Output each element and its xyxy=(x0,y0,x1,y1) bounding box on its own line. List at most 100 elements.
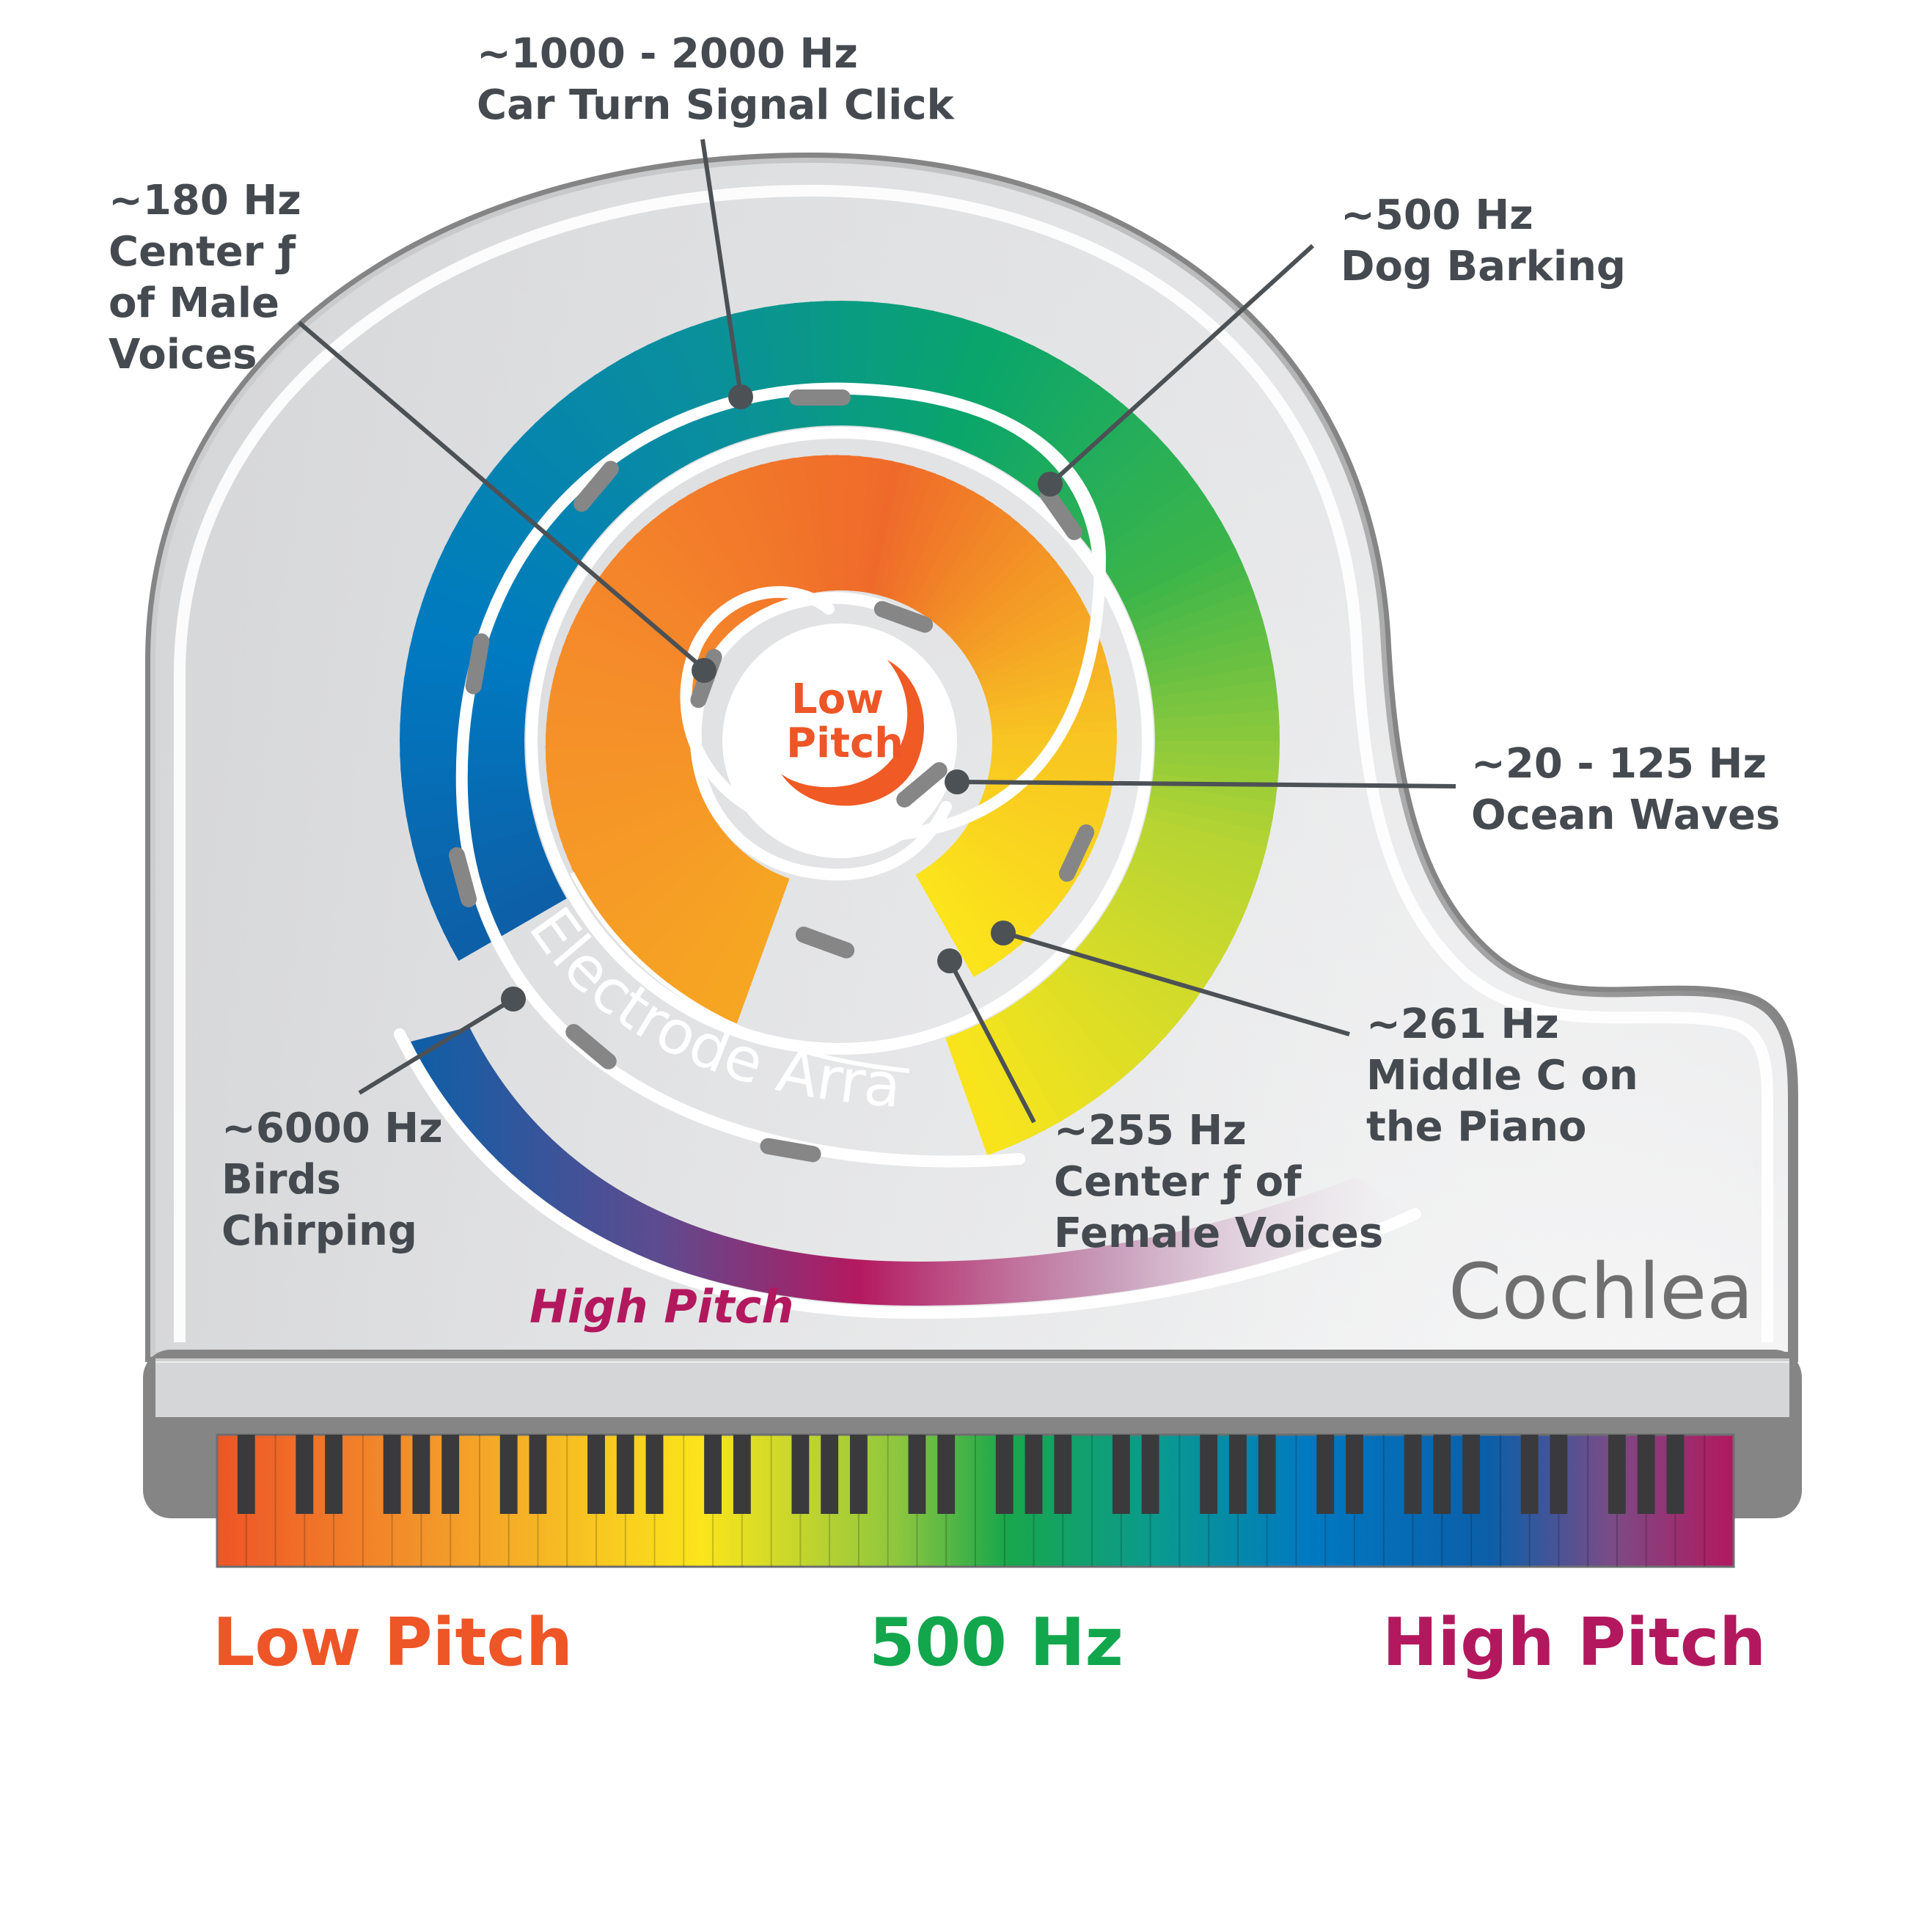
outer-ring-segment xyxy=(1126,859,1248,923)
outer-ring-segment xyxy=(1151,679,1278,710)
outer-ring-segment xyxy=(1145,806,1270,851)
annotation-birds-line: Birds xyxy=(221,1156,341,1204)
outer-ring-segment xyxy=(956,1028,1019,1150)
black-key xyxy=(616,1435,634,1514)
outer-ring-segment xyxy=(1127,562,1249,625)
outer-ring-segment xyxy=(1016,376,1102,487)
inner-ring-segment xyxy=(545,743,692,759)
inner-ring-segment xyxy=(975,616,1096,680)
outer-ring-segment xyxy=(426,573,549,633)
inner-ring-segment xyxy=(587,819,719,910)
inner-ring-segment xyxy=(978,626,1100,686)
center-pitch-label: Pitch xyxy=(786,720,903,767)
inner-ring-segment xyxy=(970,597,1087,670)
fallboard xyxy=(155,1361,1789,1417)
inner-ring-segment xyxy=(990,699,1116,725)
black-key xyxy=(1258,1435,1276,1514)
electrode-array-track xyxy=(455,382,1107,1168)
inner-ring-segment xyxy=(952,839,1049,926)
keyboard-body xyxy=(216,1433,1735,1568)
inner-ring-segment xyxy=(637,849,746,970)
annotation-male-voices-line: Voices xyxy=(109,331,257,378)
outer-ring-segment xyxy=(1057,959,1157,1060)
inner-ring-segment xyxy=(921,502,1003,618)
outer-ring-segment xyxy=(1139,827,1263,880)
outer-ring-segment xyxy=(421,587,544,644)
inner-ring-segment xyxy=(793,456,822,593)
annotation-middle-c-line: Middle C on xyxy=(1366,1052,1638,1099)
black-key xyxy=(1637,1435,1655,1514)
outer-ring-segment xyxy=(1117,879,1236,951)
piano-keyboard xyxy=(216,1433,1735,1568)
black-key xyxy=(1025,1435,1043,1514)
scale-high-label: High Pitch xyxy=(1382,1604,1766,1681)
outer-ring-segment xyxy=(1032,982,1123,1090)
black-key xyxy=(1404,1435,1422,1514)
outer-ring-segment xyxy=(1154,752,1280,775)
annotation-turn-signal-line: ~1000 - 2000 Hz xyxy=(477,30,858,78)
outer-ring-segment xyxy=(1136,590,1259,645)
annotation-middle-c-line: the Piano xyxy=(1366,1103,1586,1151)
outer-ring-segment xyxy=(1143,619,1268,667)
outer-ring-segment xyxy=(862,301,889,428)
inner-ring-segment xyxy=(920,868,994,972)
annotation-male-voices-line: of Male xyxy=(109,279,279,327)
black-key xyxy=(1141,1435,1159,1514)
outer-ring-segment xyxy=(926,318,979,442)
inner-ring-segment xyxy=(571,614,705,683)
outer-ring-segment xyxy=(936,322,994,445)
inner-ring-segment xyxy=(939,530,1036,632)
outer-ring-segment xyxy=(1087,926,1196,1014)
outer-ring-segment xyxy=(978,345,1049,464)
outer-ring-segment xyxy=(581,374,665,486)
inner-ring-segment xyxy=(586,585,714,667)
inner-ring-segment xyxy=(826,455,840,591)
black-key xyxy=(849,1435,868,1514)
outer-ring-segment xyxy=(1132,576,1255,635)
black-key xyxy=(995,1435,1014,1514)
basal-tail xyxy=(411,1027,1408,1306)
outer-ring-segment xyxy=(568,383,656,493)
inner-ring-segment xyxy=(895,477,956,604)
separator-ring-inner xyxy=(689,592,952,881)
annotation-female-voices-line: ~255 Hz xyxy=(1054,1107,1247,1155)
annotation-dog-barking-line: ~500 Hz xyxy=(1341,191,1533,239)
fallboard-edge xyxy=(155,1358,1789,1363)
outer-ring-segment xyxy=(1140,604,1264,656)
outer-ring-segment xyxy=(425,846,548,906)
black-key xyxy=(237,1435,255,1514)
electrode-contact xyxy=(795,926,855,959)
inner-ring-segment xyxy=(612,549,727,648)
inner-ring-segment xyxy=(576,604,708,678)
inner-ring-segment xyxy=(873,463,915,596)
dot-ocean-waves xyxy=(945,769,970,794)
annotation-ocean-waves-line: Ocean Waves xyxy=(1471,791,1780,839)
black-key xyxy=(1520,1435,1539,1514)
inner-ring-segment xyxy=(566,624,703,688)
outer-ring-segment xyxy=(1081,458,1189,549)
inner-ring-segment xyxy=(930,860,1011,961)
black-key xyxy=(1316,1435,1335,1514)
piano-lid-highlight xyxy=(174,184,1773,1342)
annotation-middle-c-line: ~261 Hz xyxy=(1366,1000,1559,1048)
inner-ring-segment xyxy=(620,541,731,644)
inner-ring-segment xyxy=(990,758,1115,787)
dot-turn-signal xyxy=(728,384,753,409)
inner-ring-segment xyxy=(970,815,1080,885)
annotation-male-voices-line: ~180 Hz xyxy=(109,177,301,224)
outer-ring-segment xyxy=(1106,899,1221,977)
inner-ring-segment xyxy=(916,497,994,615)
black-key xyxy=(412,1435,430,1514)
inner-ring-segment xyxy=(935,522,1028,629)
outer-ring-segment xyxy=(451,518,568,593)
leader-lines xyxy=(298,139,1456,1124)
electrode-contact xyxy=(1058,824,1095,882)
outer-ring-segment xyxy=(1113,521,1230,595)
black-key xyxy=(1200,1435,1218,1514)
outer-ring-segment xyxy=(1025,384,1113,494)
annotation-male-voices-line: Center ƒ xyxy=(109,228,296,276)
outer-ring-segment xyxy=(883,304,920,431)
black-key xyxy=(1346,1435,1363,1514)
inner-ring-segment xyxy=(948,844,1042,934)
inner-ring-segment xyxy=(771,459,811,596)
